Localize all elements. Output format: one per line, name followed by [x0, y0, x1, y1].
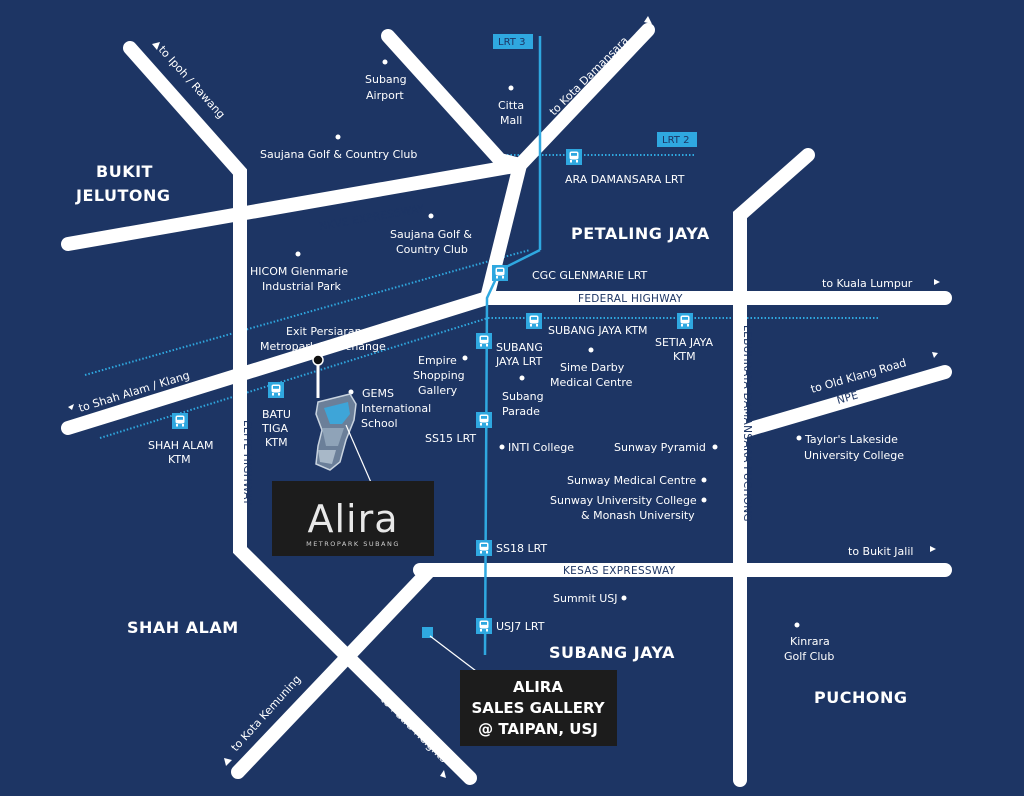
station-ss15: SS15 LRT: [425, 432, 476, 445]
landmark-sunway-uni-1: Sunway University College: [550, 494, 697, 507]
landmark-subang-airport-2: Airport: [366, 89, 404, 102]
landmark-gems-3: School: [361, 417, 398, 430]
landmark-citta-mall-2: Mall: [500, 114, 522, 127]
train-icon: [566, 149, 582, 165]
train-icon: [677, 313, 693, 329]
landmark-sime-darby-2: Medical Centre: [550, 376, 633, 389]
sales-gallery-marker: [422, 627, 481, 675]
road-kota-kemuning: [231, 563, 437, 779]
road-kota-damansara: [381, 23, 655, 173]
area-bukit-jelutong-1: BUKIT: [96, 162, 153, 181]
landmark-saujana-golf-1: Saujana Golf & Country Club: [260, 148, 417, 161]
station-shah-alam-ktm-1: SHAH ALAM: [148, 439, 213, 452]
alira-logo-subtitle: METROPARK SUBANG: [306, 540, 400, 548]
landmark-subang-parade-2: Parade: [502, 405, 540, 418]
area-subang-jaya: SUBANG JAYA: [549, 643, 675, 662]
landmark-exit-persiaran-1: Exit Persiaran: [286, 325, 362, 338]
landmark-sime-darby-1: Sime Darby: [560, 361, 625, 374]
landmark-subang-parade-1: Subang: [502, 390, 544, 403]
landmark-empire-3: Gallery: [418, 384, 458, 397]
lrt2-tag: LRT 2: [657, 132, 697, 147]
landmark-sunway-pyramid: Sunway Pyramid: [614, 441, 706, 454]
road-npe: [733, 365, 952, 439]
train-icon: [476, 540, 492, 556]
road-label-npe: NPE: [836, 389, 860, 407]
alira-site-footprint: [315, 393, 374, 488]
station-subang-jaya-lrt-2: JAYA LRT: [495, 355, 543, 368]
sales-gallery-line-2: SALES GALLERY: [471, 699, 605, 717]
direction-arrows: [68, 16, 940, 778]
train-icon: [526, 313, 542, 329]
landmark-gems-1: GEMS: [362, 387, 394, 400]
svg-text:LRT 2: LRT 2: [662, 135, 689, 146]
landmark-taylors-1: Taylor's Lakeside: [804, 433, 898, 446]
train-icon: [476, 333, 492, 349]
area-bukit-jelutong-2: JELUTONG: [75, 186, 171, 205]
area-petaling-jaya: PETALING JAYA: [571, 224, 710, 243]
road-label-kesas: KESAS EXPRESSWAY: [563, 565, 676, 577]
station-shah-alam-ktm-2: KTM: [168, 453, 191, 466]
station-ara-damansara: ARA DAMANSARA LRT: [565, 173, 685, 186]
landmark-inti: INTI College: [508, 441, 574, 454]
train-icon: [172, 413, 188, 429]
landmark-saujana-golf-2b: Country Club: [396, 243, 468, 256]
landmark-dots: [295, 59, 802, 628]
landmark-kinrara-1: Kinrara: [790, 635, 830, 648]
direction-bukit-jalil: to Bukit Jalil: [848, 545, 913, 558]
train-icon: [476, 412, 492, 428]
landmark-exit-persiaran-2: Metropark Interchange: [260, 340, 386, 353]
lrt3-tag: LRT 3: [493, 34, 533, 49]
landmark-kinrara-2: Golf Club: [784, 650, 834, 663]
station-batu-tiga-2: TIGA: [261, 422, 288, 435]
station-subang-jaya-ktm: SUBANG JAYA KTM: [548, 324, 648, 337]
landmark-subang-airport-1: Subang: [365, 73, 407, 86]
direction-kuala-lumpur: to Kuala Lumpur: [822, 277, 913, 290]
road-nkve: [61, 158, 527, 251]
landmark-empire-1: Empire: [418, 354, 457, 367]
landmark-gems-2: International: [361, 402, 431, 415]
road-ipoh-elite-putra: [123, 41, 477, 785]
station-cgc-glenmarie: CGC GLENMARIE LRT: [532, 269, 648, 282]
svg-text:LRT 3: LRT 3: [498, 37, 525, 48]
station-setia-jaya-2: KTM: [673, 350, 696, 363]
sales-gallery-line-3: @ TAIPAN, USJ: [478, 720, 598, 738]
landmark-sunway-medical: Sunway Medical Centre: [567, 474, 696, 487]
sales-gallery-line-1: ALIRA: [513, 678, 563, 696]
landmark-hicom-1: HICOM Glenmarie: [250, 265, 348, 278]
station-ss18: SS18 LRT: [496, 542, 547, 555]
area-puchong: PUCHONG: [814, 688, 907, 707]
road-label-ldp: LEBUHRAYA DAMANSARA PUCHONG: [741, 325, 753, 522]
station-batu-tiga-1: BATU: [262, 408, 291, 421]
train-icon: [268, 382, 284, 398]
landmark-taylors-2: University College: [804, 449, 904, 462]
area-shah-alam: SHAH ALAM: [127, 618, 239, 637]
station-subang-jaya-lrt-1: SUBANG: [496, 341, 543, 354]
station-batu-tiga-3: KTM: [265, 436, 288, 449]
landmark-empire-2: Shopping: [413, 369, 465, 382]
road-ldp: [733, 148, 815, 787]
train-icon: [476, 618, 492, 634]
landmark-sunway-uni-2: & Monash University: [581, 509, 695, 522]
alira-logo-text: Alira: [307, 497, 398, 541]
station-setia-jaya-1: SETIA JAYA: [655, 336, 714, 349]
road-label-federal: FEDERAL HIGHWAY: [578, 293, 683, 305]
alira-brand-box: Alira METROPARK SUBANG: [272, 481, 434, 556]
lrt-lines: [483, 36, 542, 656]
station-usj7: USJ7 LRT: [496, 620, 545, 633]
exit-pin: [312, 354, 324, 398]
landmark-hicom-2: Industrial Park: [262, 280, 341, 293]
train-icon: [492, 265, 508, 281]
landmark-saujana-golf-2a: Saujana Golf &: [390, 228, 472, 241]
landmark-citta-mall-1: Citta: [498, 99, 524, 112]
road-shah-alam-klang: [61, 291, 494, 435]
sales-gallery-box: ALIRA SALES GALLERY @ TAIPAN, USJ: [460, 670, 617, 746]
landmark-summit-usj: Summit USJ: [553, 592, 618, 605]
road-label-elite: ELITE HIGHWAY: [241, 420, 253, 506]
